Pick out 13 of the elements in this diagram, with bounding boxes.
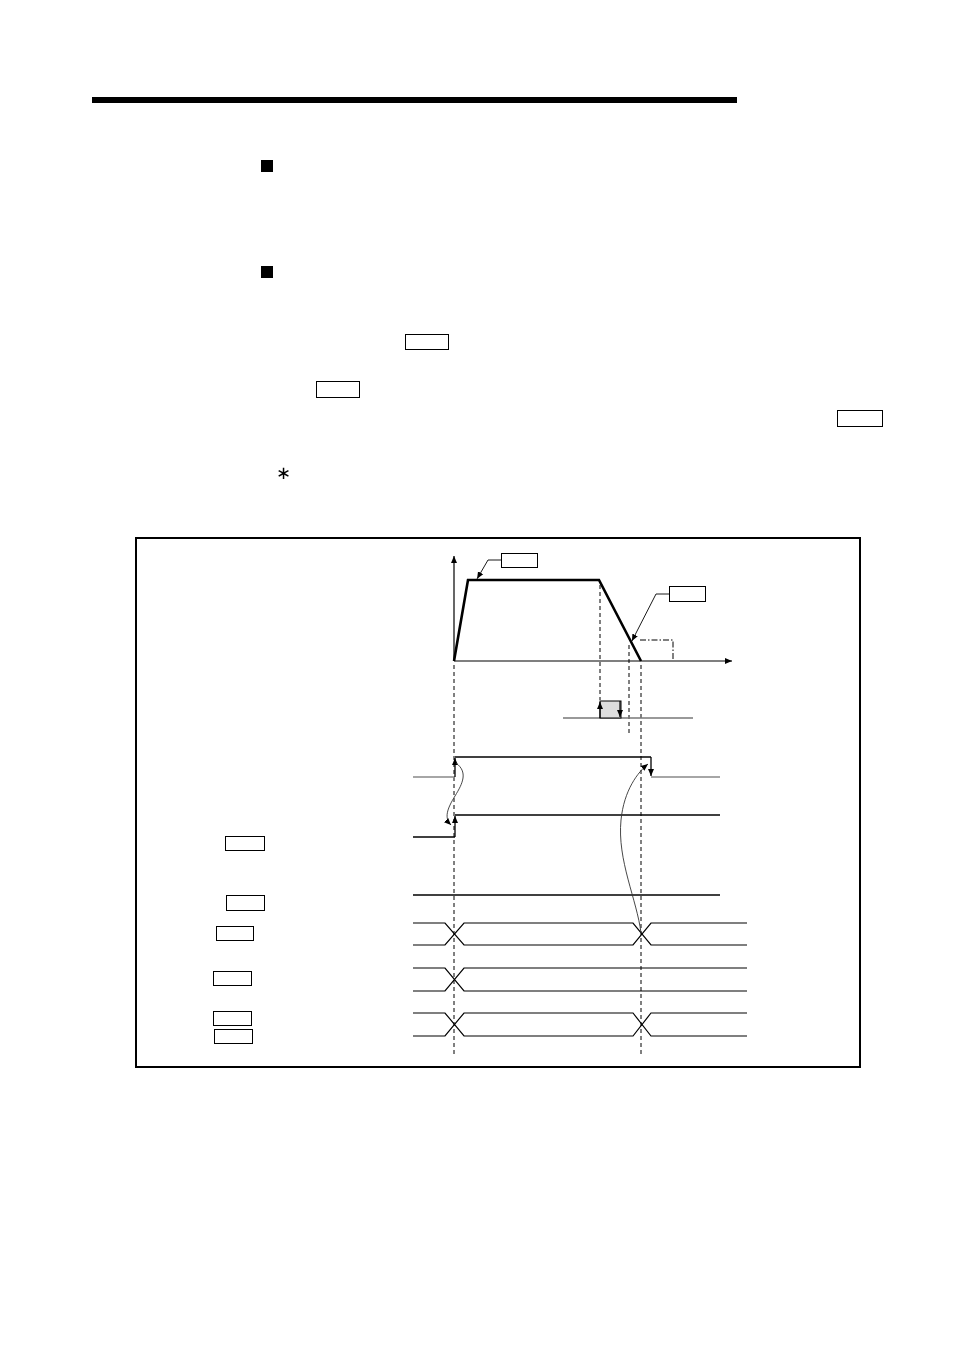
- blank-label-box: [669, 586, 706, 602]
- blank-label-box: [213, 1011, 252, 1026]
- blank-label-box: [316, 381, 360, 398]
- blank-label-box: [501, 553, 538, 568]
- footnote-mark: ∗: [276, 463, 292, 483]
- blank-label-box: [837, 410, 883, 427]
- blank-label-box: [225, 836, 265, 851]
- blank-label-box: [213, 971, 252, 986]
- speed-curve: [452, 578, 643, 662]
- blank-label-box: [226, 895, 265, 911]
- blank-label-box: [214, 1029, 253, 1044]
- blank-label-box: [405, 334, 449, 350]
- blank-label-box: [216, 926, 254, 941]
